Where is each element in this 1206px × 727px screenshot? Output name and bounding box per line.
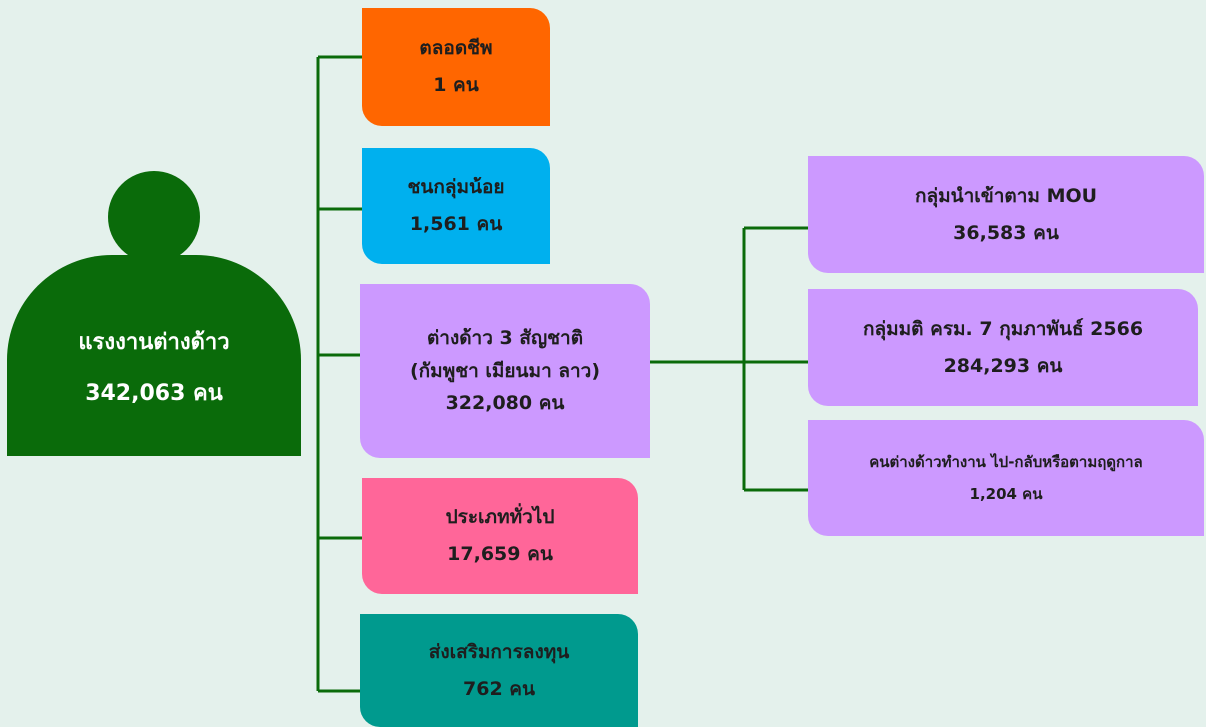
category-investment: ส่งเสริมการลงทุน 762 คน xyxy=(360,614,638,727)
category-title: ต่างด้าว 3 สัญชาติ xyxy=(426,326,584,349)
subcategory-value: 284,293 คน xyxy=(943,354,1063,377)
subcategory-title: กลุ่มมติ ครม. 7 กุมภาพันธ์ 2566 xyxy=(862,317,1144,340)
root-title: แรงงานต่างด้าว xyxy=(78,329,230,355)
category-value: 762 คน xyxy=(463,677,535,700)
category-title: ประเภททั่วไป xyxy=(445,506,555,529)
root-value: 342,063 คน xyxy=(85,380,223,406)
category-title: ชนกลุ่มน้อย xyxy=(407,176,505,199)
category-general: ประเภททั่วไป 17,659 คน xyxy=(362,478,638,594)
subcategory-cabinet-resolution: กลุ่มมติ ครม. 7 กุมภาพันธ์ 2566 284,293 … xyxy=(808,289,1198,406)
category-value: 322,080 คน xyxy=(445,392,565,415)
category-title: ส่งเสริมการลงทุน xyxy=(428,640,570,663)
category-lifetime: ตลอดชีพ 1 คน xyxy=(362,8,550,126)
root-node: แรงงานต่างด้าว 342,063 คน xyxy=(7,255,301,456)
subcategory-seasonal: คนต่างด้าวทำงาน ไป-กลับหรือตามฤดูกาล 1,2… xyxy=(808,420,1204,536)
subcategory-title: กลุ่มนำเข้าตาม MOU xyxy=(914,184,1098,207)
category-value: 17,659 คน xyxy=(447,543,553,565)
subcategory-title: คนต่างด้าวทำงาน ไป-กลับหรือตามฤดูกาล xyxy=(869,453,1143,471)
subcategory-mou: กลุ่มนำเข้าตาม MOU 36,583 คน xyxy=(808,156,1204,273)
category-title: ตลอดชีพ xyxy=(419,37,493,60)
subcategory-value: 36,583 คน xyxy=(953,221,1059,244)
category-subtitle: (กัมพูชา เมียนมา ลาว) xyxy=(409,359,601,382)
subcategory-value: 1,204 คน xyxy=(969,485,1043,503)
category-three-nationalities: ต่างด้าว 3 สัญชาติ (กัมพูชา เมียนมา ลาว)… xyxy=(360,284,650,458)
category-value: 1,561 คน xyxy=(409,213,503,235)
person-head-icon xyxy=(108,171,200,263)
category-value: 1 คน xyxy=(433,74,479,96)
category-minority: ชนกลุ่มน้อย 1,561 คน xyxy=(362,148,550,264)
